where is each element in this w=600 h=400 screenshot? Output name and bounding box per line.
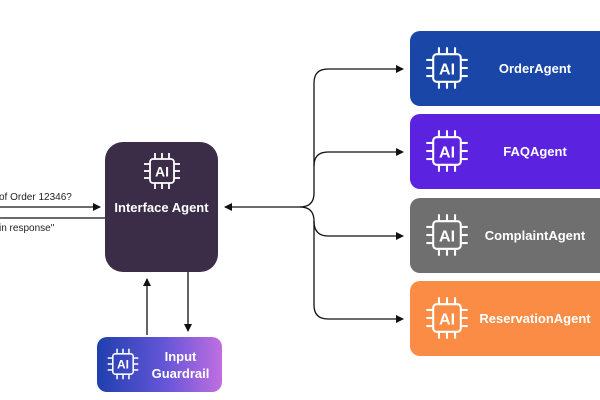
interface-agent-label: Interface Agent [114, 200, 209, 215]
input-guardrail-box[interactable]: AI Input Guardrail [97, 337, 222, 392]
faq-agent-box[interactable]: AI FAQAgent [410, 114, 600, 189]
ai-chip-text: AI [155, 164, 169, 180]
order-agent-box[interactable]: AI OrderAgent [410, 31, 600, 106]
reservation-agent-box[interactable]: AI ReservationAgent [410, 281, 600, 356]
ai-chip-icon: AI [106, 347, 140, 381]
incoming-query-text: of Order 12346? [0, 192, 72, 203]
input-guardrail-label: Input Guardrail [143, 348, 218, 382]
input-guardrail-label-line2: Guardrail [151, 366, 210, 381]
ai-chip-icon: AI [424, 45, 470, 91]
ai-chip-text: AI [439, 143, 455, 161]
faq-branch-arrow [313, 148, 404, 167]
complaint-agent-box[interactable]: AI ComplaintAgent [410, 198, 600, 273]
ai-chip-text: AI [117, 358, 129, 372]
ai-chip-icon: AI [142, 151, 182, 191]
reservation-agent-label: ReservationAgent [479, 311, 591, 326]
complaint-agent-label: ComplaintAgent [484, 228, 586, 243]
reservation-branch-arrow [313, 221, 404, 323]
interface-agent-box[interactable]: AI Interface Agent [105, 142, 218, 272]
faq-agent-label: FAQAgent [503, 144, 567, 159]
complaint-branch-arrow [299, 206, 404, 240]
ai-chip-text: AI [439, 310, 455, 328]
ai-chip-icon: AI [424, 295, 470, 341]
outgoing-response-text: in response" [0, 223, 55, 234]
ai-chip-icon: AI [424, 212, 470, 258]
ai-chip-text: AI [439, 60, 455, 78]
trunk-line [299, 65, 404, 208]
ai-chip-text: AI [439, 227, 455, 245]
input-guardrail-label-line1: Input [164, 349, 197, 364]
ai-chip-icon: AI [424, 128, 470, 174]
order-agent-label: OrderAgent [498, 61, 572, 76]
